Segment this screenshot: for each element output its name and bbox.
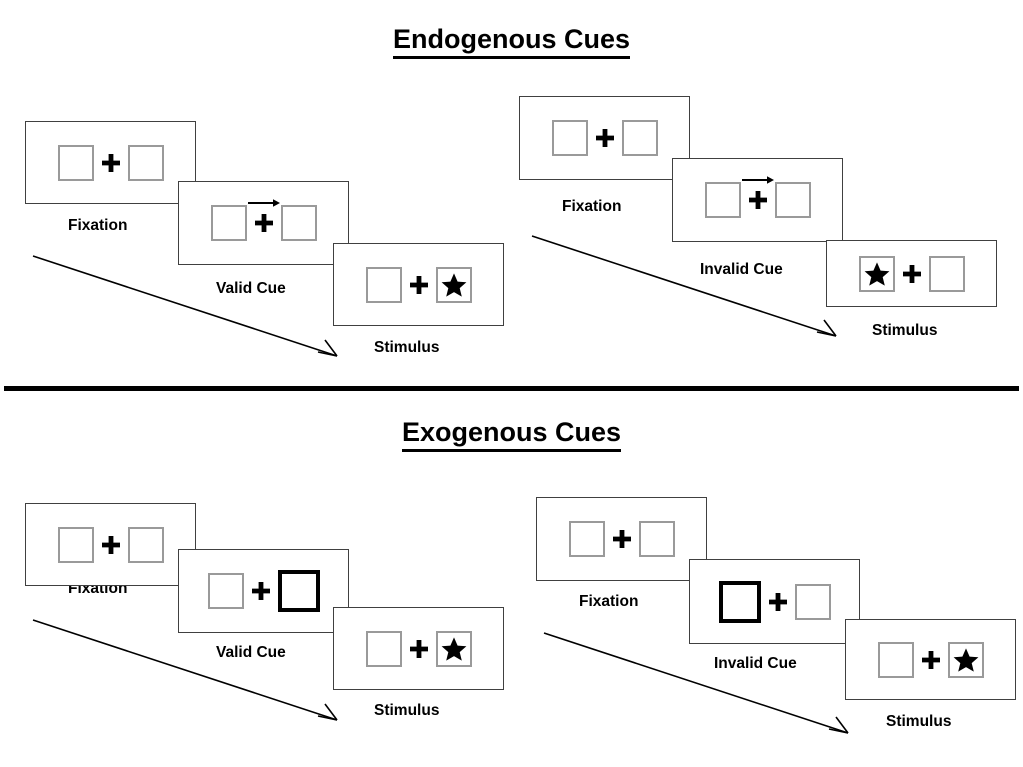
left-cue-box — [858, 255, 895, 292]
right-cue-box — [127, 144, 164, 181]
panel-exogenous-valid-fixation — [25, 503, 196, 586]
arrow-right-icon — [247, 199, 280, 207]
fixation-cross-slot — [402, 639, 436, 658]
left-cue-box — [365, 630, 402, 667]
fixation-cross-slot — [741, 176, 775, 209]
panel-endogenous-valid-fixation — [25, 121, 196, 204]
fixation-cross-slot — [895, 264, 929, 283]
diagonal-arrow-icon — [531, 235, 837, 337]
caption-endogenous-valid-stimulus: Stimulus — [374, 339, 440, 356]
plus-icon — [902, 264, 921, 283]
left-cue-box — [704, 182, 741, 218]
right-cue-box — [928, 255, 965, 292]
panel-endogenous-invalid-stimulus — [826, 240, 997, 307]
plus-icon — [409, 639, 428, 658]
panel-endogenous-invalid-fixation — [519, 96, 690, 180]
star-icon — [864, 261, 889, 286]
panel-exogenous-invalid-stimulus — [845, 619, 1016, 700]
section-title-exogenous-text: Exogenous Cues — [401, 417, 622, 452]
plus-icon — [409, 275, 428, 294]
diagonal-arrow-icon — [32, 255, 338, 357]
right-cue-box — [435, 266, 472, 303]
left-cue-box — [57, 144, 94, 181]
left-cue-box — [551, 120, 588, 156]
right-cue-box — [638, 521, 675, 557]
fixation-cross-slot — [402, 275, 436, 294]
fixation-cross-slot — [244, 582, 278, 600]
right-cue-box — [621, 120, 658, 156]
caption-endogenous-valid-fixation: Fixation — [68, 217, 128, 234]
panel-endogenous-valid-cue — [178, 181, 349, 265]
section-divider — [4, 386, 1019, 391]
left-cue-box — [210, 205, 247, 241]
fixation-cross-slot — [94, 153, 128, 172]
section-title-endogenous: Endogenous Cues — [0, 24, 1023, 59]
right-cue-box — [774, 182, 811, 218]
left-cue-box — [877, 641, 914, 678]
right-cue-box — [794, 583, 831, 620]
fixation-cross-slot — [94, 535, 128, 554]
panel-endogenous-invalid-cue — [672, 158, 843, 242]
caption-endogenous-invalid-stimulus: Stimulus — [872, 322, 938, 339]
plus-icon — [768, 592, 787, 611]
fixation-cross-slot — [588, 129, 622, 147]
caption-endogenous-valid-cue: Valid Cue — [216, 280, 286, 297]
caption-exogenous-valid-stimulus: Stimulus — [374, 702, 440, 719]
star-icon — [441, 272, 466, 297]
caption-endogenous-invalid-cue: Invalid Cue — [700, 261, 783, 278]
plus-icon — [101, 153, 120, 172]
fixation-cross-slot — [605, 530, 639, 548]
plus-icon — [595, 129, 614, 147]
left-cue-box — [568, 521, 605, 557]
star-icon — [953, 647, 978, 672]
right-cue-box — [127, 526, 164, 563]
left-cue-box-highlighted — [718, 580, 761, 623]
panel-exogenous-valid-cue — [178, 549, 349, 633]
section-title-endogenous-text: Endogenous Cues — [392, 24, 630, 59]
left-cue-box — [57, 526, 94, 563]
panel-exogenous-invalid-cue — [689, 559, 860, 644]
left-cue-box — [365, 266, 402, 303]
caption-exogenous-invalid-cue: Invalid Cue — [714, 655, 797, 672]
right-cue-box — [280, 205, 317, 241]
plus-icon — [254, 214, 273, 232]
fixation-cross-slot — [914, 650, 948, 669]
star-icon — [441, 636, 466, 661]
plus-icon — [612, 530, 631, 548]
caption-endogenous-invalid-fixation: Fixation — [562, 198, 622, 215]
panel-endogenous-valid-stimulus — [333, 243, 504, 326]
panel-exogenous-valid-stimulus — [333, 607, 504, 690]
caption-exogenous-invalid-stimulus: Stimulus — [886, 713, 952, 730]
panel-exogenous-invalid-fixation — [536, 497, 707, 581]
plus-icon — [101, 535, 120, 554]
caption-exogenous-invalid-fixation: Fixation — [579, 593, 639, 610]
arrow-right-icon — [741, 176, 774, 184]
plus-icon — [251, 582, 270, 600]
plus-icon — [921, 650, 940, 669]
caption-exogenous-valid-cue: Valid Cue — [216, 644, 286, 661]
fixation-cross-slot — [761, 592, 795, 611]
right-cue-box — [435, 630, 472, 667]
fixation-cross-slot — [247, 199, 281, 232]
right-cue-box-highlighted — [277, 570, 320, 612]
right-cue-box — [947, 641, 984, 678]
section-title-exogenous: Exogenous Cues — [0, 417, 1023, 452]
left-cue-box — [207, 573, 244, 609]
plus-icon — [748, 191, 767, 209]
